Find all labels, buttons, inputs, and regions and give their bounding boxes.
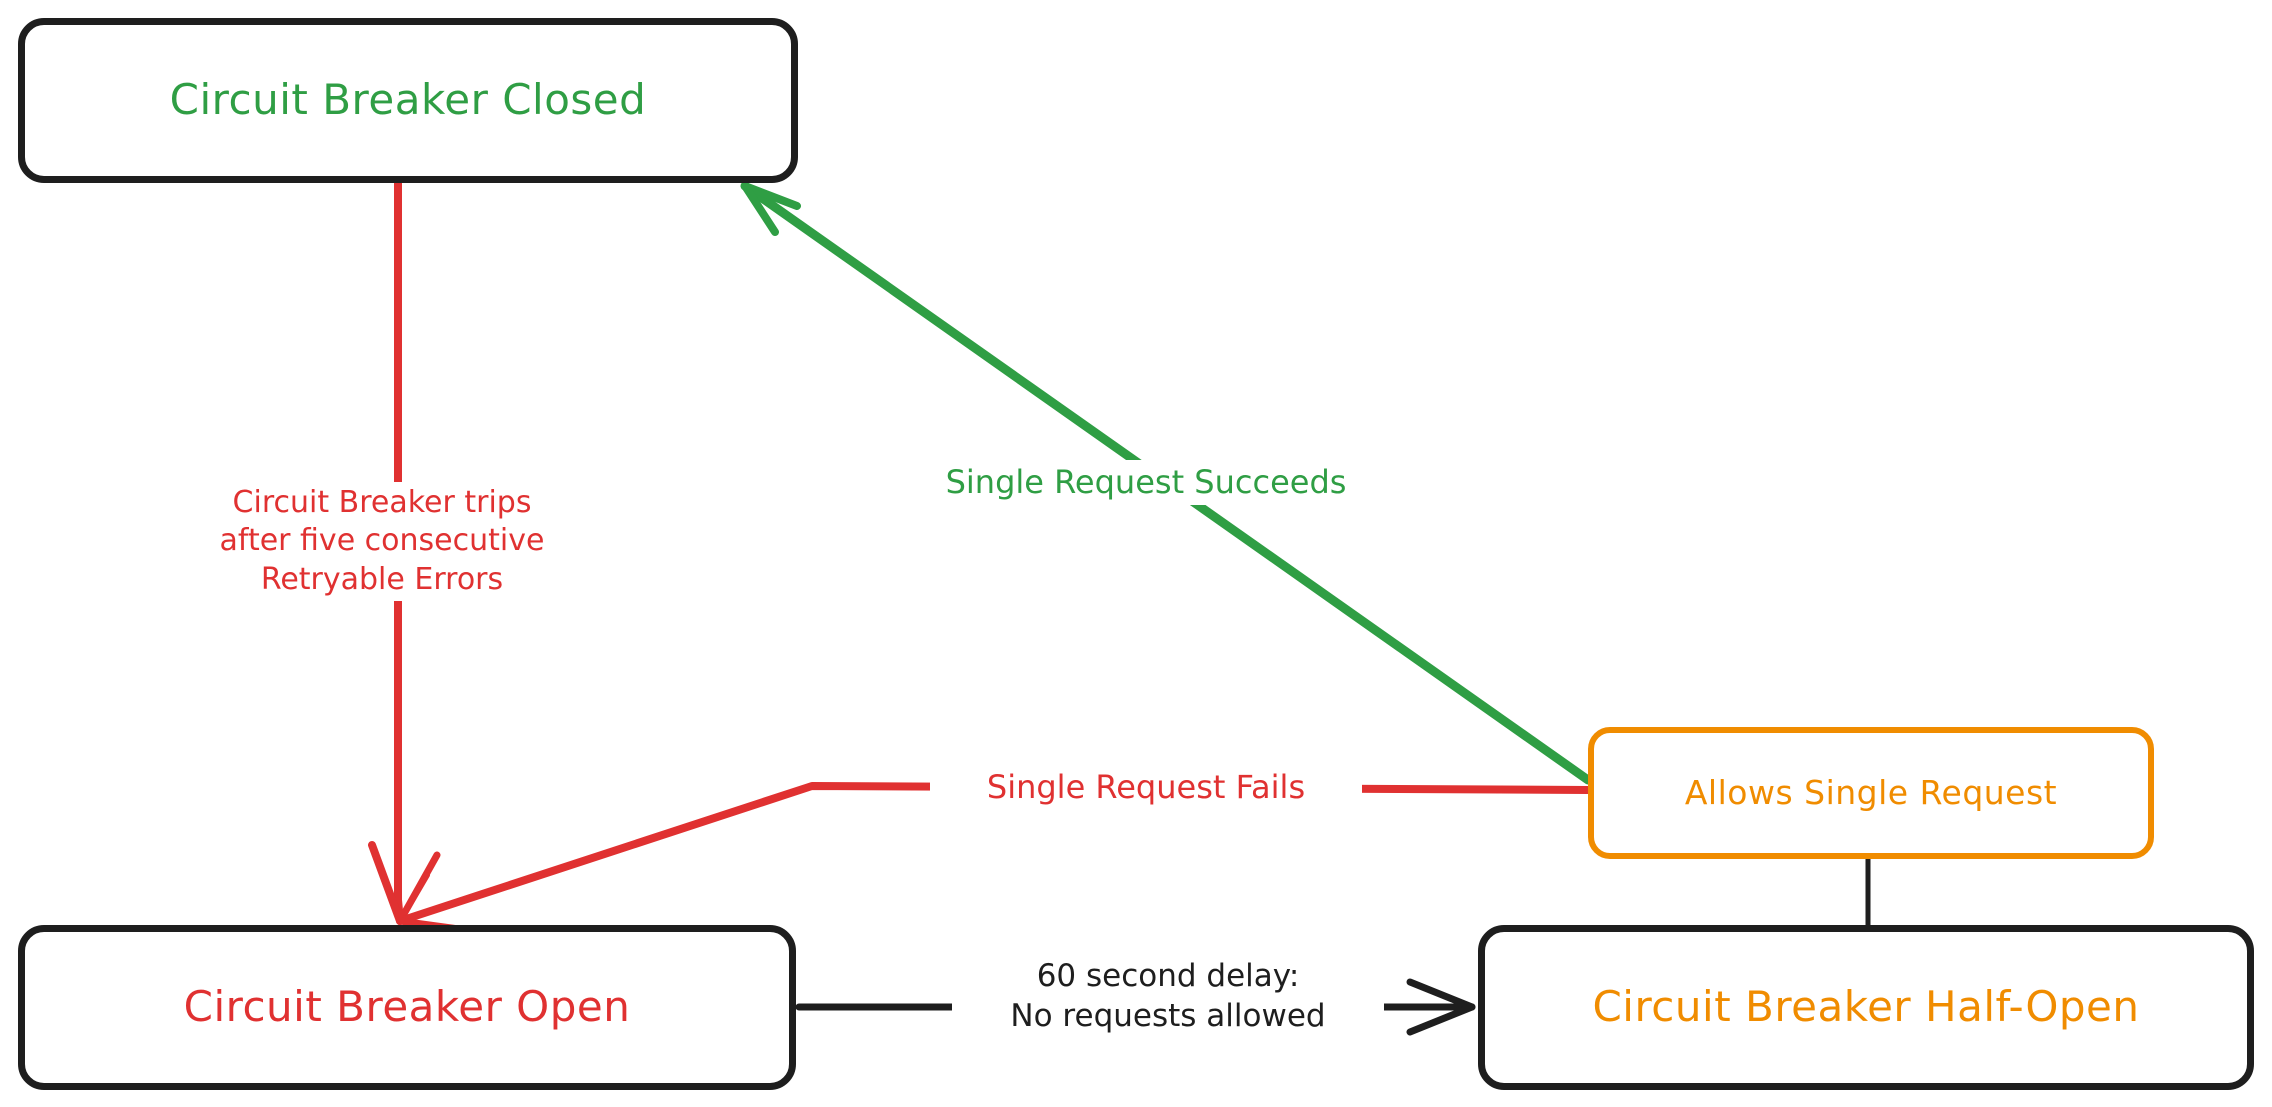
node-label-allows-single-request: Allows Single Request: [1684, 772, 2058, 812]
edge-label-allows-to-open: Single Request Fails: [930, 765, 1362, 810]
edge-label-line: Single Request Succeeds: [945, 463, 1347, 501]
edge-label-closed-to-open: Circuit Breaker trips after five consecu…: [178, 482, 586, 602]
edge-label-line: Retryable Errors: [260, 561, 504, 597]
edge-label-allows-to-closed: Single Request Succeeds: [890, 460, 1402, 505]
node-label-circuit-breaker-closed: Circuit Breaker Closed: [169, 75, 647, 125]
node-circuit-breaker-half-open[interactable]: Circuit Breaker Half-Open: [1478, 925, 2254, 1090]
node-label-circuit-breaker-open: Circuit Breaker Open: [183, 982, 631, 1032]
node-label-circuit-breaker-half-open: Circuit Breaker Half-Open: [1592, 982, 2140, 1032]
node-allows-single-request[interactable]: Allows Single Request: [1588, 727, 2154, 859]
edge-label-open-to-halfopen: 60 second delay: No requests allowed: [952, 955, 1384, 1039]
edge-label-line: 60 second delay:: [1036, 958, 1300, 994]
edge-label-line: after five consecutive: [219, 523, 545, 559]
edge-label-line: No requests allowed: [1010, 997, 1326, 1034]
node-circuit-breaker-open[interactable]: Circuit Breaker Open: [18, 925, 796, 1090]
edge-label-line: Single Request Fails: [986, 768, 1306, 806]
edge-label-line: Circuit Breaker trips: [232, 485, 532, 520]
node-circuit-breaker-closed[interactable]: Circuit Breaker Closed: [18, 18, 798, 183]
